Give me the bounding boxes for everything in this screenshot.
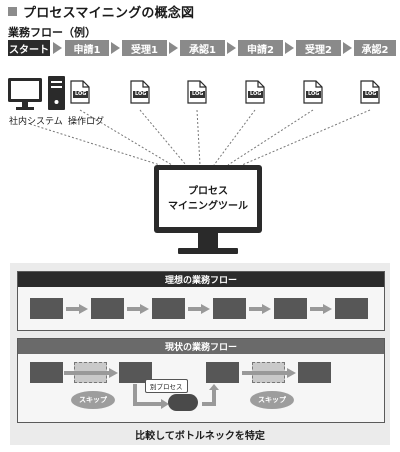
step-application-2: 申請2 — [238, 40, 283, 56]
step-arrow-icon — [227, 42, 236, 54]
current-flow-block — [30, 362, 63, 383]
log-file-label: LOG — [306, 91, 322, 98]
ideal-flow-heading: 理想の業務フロー — [18, 272, 384, 287]
log-file-icon: LOG — [303, 80, 323, 104]
current-flow-block — [298, 362, 331, 383]
log-file-icon: LOG — [360, 80, 380, 104]
monitor-stand-neck — [198, 233, 218, 249]
process-mining-tool-monitor: プロセス マイニングツール — [154, 165, 262, 233]
ideal-flow-block — [274, 298, 307, 319]
title-text: プロセスマイニングの概念図 — [23, 5, 195, 21]
skip-badge-left: スキップ — [71, 391, 115, 409]
source-label-system: 社内システム — [9, 117, 63, 127]
log-file-label: LOG — [190, 91, 206, 98]
other-process-callout: 別プロセス — [145, 379, 188, 393]
ideal-flow-arrow-icon — [66, 304, 88, 314]
step-arrow-icon — [53, 42, 62, 54]
ideal-flow-block — [335, 298, 368, 319]
skip-arrow-icon — [64, 368, 118, 378]
title-square-icon — [8, 6, 17, 16]
other-process-node — [168, 394, 198, 411]
log-file-icon: LOG — [130, 80, 150, 104]
skip-badge-right: スキップ — [250, 391, 294, 409]
ideal-flow-block — [30, 298, 63, 319]
step-arrow-icon — [285, 42, 294, 54]
ideal-flow-arrow-icon — [249, 304, 271, 314]
flow-label: 業務フロー（例） — [8, 26, 96, 39]
step-receipt-2: 受理2 — [296, 40, 341, 56]
step-start: スタート — [8, 40, 50, 56]
log-file-label: LOG — [73, 91, 89, 98]
step-approval-2: 承認2 — [354, 40, 396, 56]
comparison-panel: 理想の業務フロー 現状の業務フロー 別プロセス — [10, 263, 390, 445]
ideal-flow-block — [152, 298, 185, 319]
current-flow-heading: 現状の業務フロー — [18, 339, 384, 354]
log-file-label: LOG — [248, 91, 264, 98]
log-file-label: LOG — [133, 91, 149, 98]
ideal-flow-block — [213, 298, 246, 319]
ideal-flow-arrow-icon — [127, 304, 149, 314]
step-approval-1: 承認1 — [180, 40, 225, 56]
current-flow-block — [119, 362, 152, 383]
log-file-label: LOG — [363, 91, 379, 98]
tool-name-line2: マイニングツール — [168, 200, 248, 212]
computer-icon — [8, 76, 65, 110]
ideal-flow-arrow-icon — [188, 304, 210, 314]
current-flow-block — [206, 362, 239, 383]
step-arrow-icon — [111, 42, 120, 54]
log-file-icon: LOG — [245, 80, 265, 104]
detour-arrow-icon — [133, 384, 219, 409]
skip-arrow-icon — [242, 368, 296, 378]
tool-name-line1: プロセス — [188, 185, 228, 197]
log-file-icon: LOG — [70, 80, 90, 104]
source-label-operation-log: 操作ログ — [68, 117, 105, 127]
step-arrow-icon — [343, 42, 352, 54]
log-file-icon: LOG — [187, 80, 207, 104]
ideal-flow-box: 理想の業務フロー — [17, 271, 385, 331]
monitor-stand-base — [178, 248, 238, 254]
step-application-1: 申請1 — [65, 40, 109, 56]
diagram-title: プロセスマイニングの概念図 — [8, 3, 195, 21]
step-arrow-icon — [169, 42, 178, 54]
ideal-flow-arrow-icon — [310, 304, 332, 314]
step-receipt-1: 受理1 — [122, 40, 167, 56]
ideal-flow-block — [91, 298, 124, 319]
conclusion-text: 比較してボトルネックを特定 — [135, 431, 265, 442]
current-flow-box: 現状の業務フロー 別プロセス スキップ スキップ — [17, 338, 385, 423]
